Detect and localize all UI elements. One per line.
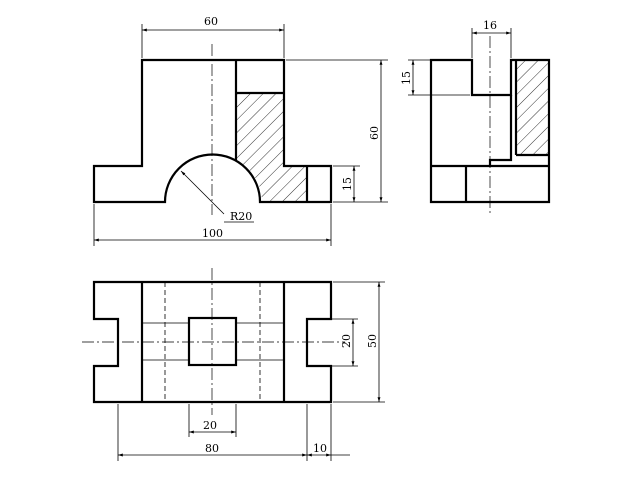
front-outline	[92, 58, 333, 204]
dim-top-depth: 50	[366, 334, 379, 348]
dim-top-edge: 10	[313, 442, 327, 455]
dim-front-height: 60	[368, 126, 381, 140]
dim-top-center-width: 20	[203, 419, 217, 432]
dim-side-top-width: 16	[483, 19, 497, 32]
dim-top-slot-width: 20	[340, 334, 353, 348]
side-hatch-section	[516, 60, 549, 155]
dim-front-top-width: 60	[204, 15, 218, 28]
top-view: 20 50 20 80 10	[82, 268, 385, 461]
dim-side-top-height: 15	[400, 71, 413, 85]
dim-front-total-width: 100	[202, 227, 223, 240]
side-outline	[429, 58, 551, 204]
dim-front-base-height: 15	[341, 177, 354, 191]
front-hatch-section	[236, 93, 307, 202]
side-view: 16 15	[400, 19, 551, 214]
dim-top-inner-width: 80	[205, 442, 219, 455]
dim-radius: R20	[230, 210, 252, 223]
front-view: R20 60 100 60 15	[92, 15, 388, 246]
